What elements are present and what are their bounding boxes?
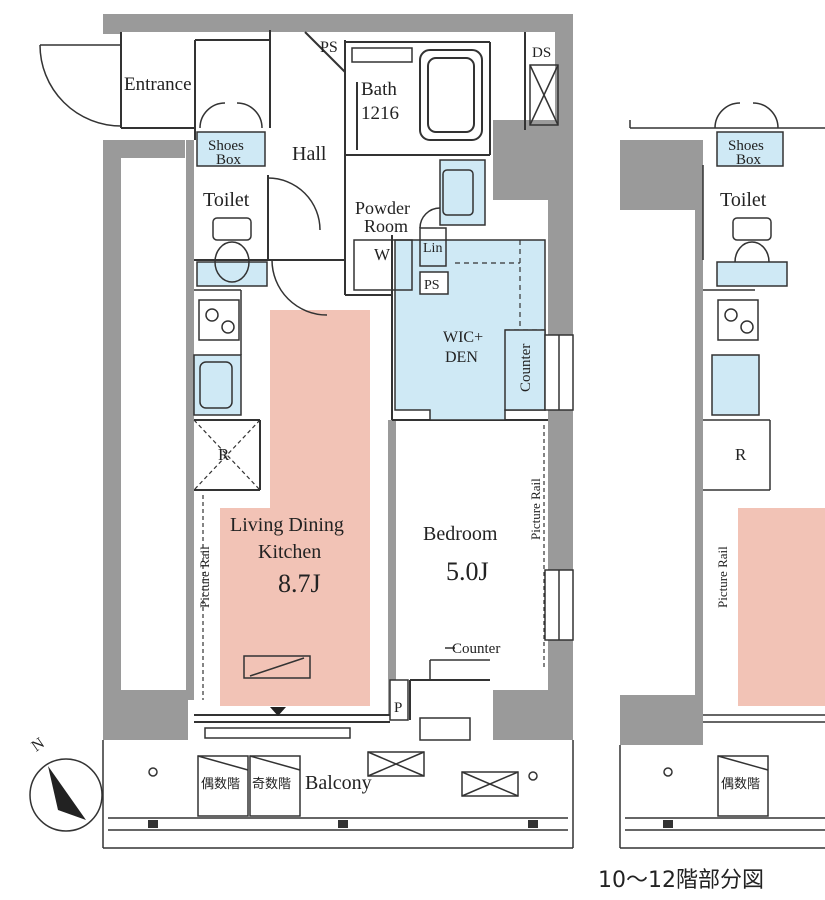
label-entrance: Entrance [124, 74, 192, 95]
label-ldk-2: Kitchen [258, 541, 321, 563]
label-box: Box [216, 152, 242, 168]
toilet-fixture [212, 217, 252, 283]
partial-label-toilet: Toilet [720, 189, 767, 211]
bedroom-windows [544, 334, 574, 641]
partial-label-refrigerator: R [735, 445, 747, 464]
balcony-drains [148, 820, 538, 828]
partial-label-picture-rail: Picture Rail [715, 546, 730, 608]
label-refrigerator: R [218, 445, 230, 464]
bedroom-rail [202, 425, 545, 700]
label-bath-size: 1216 [361, 103, 399, 124]
ps-mid-box [419, 271, 449, 295]
partial-label-shoes: Shoes [728, 138, 764, 154]
ds-shaft [529, 64, 559, 126]
label-ds: DS [532, 45, 551, 61]
balcony [102, 740, 574, 849]
label-toilet: Toilet [203, 189, 250, 211]
label-even-floor: 偶数階 [201, 777, 240, 792]
label-counter-side: Counter [518, 344, 534, 392]
label-picture-rail-left: Picture Rail [197, 546, 212, 608]
bedroom-counter [429, 647, 490, 680]
partial-plan-walls [620, 140, 703, 745]
label-wic: WIC+ [443, 329, 483, 346]
label-ldk-size: 8.7J [278, 569, 321, 598]
ldk-door [271, 259, 328, 316]
partial-label-box: Box [736, 152, 762, 168]
p-box [389, 679, 409, 721]
label-powder: Powder [355, 198, 410, 218]
entrance-door [39, 44, 122, 127]
stove [194, 289, 242, 355]
refrigerator-space [193, 419, 261, 491]
structural-walls [103, 14, 573, 740]
label-odd-floor: 奇数階 [252, 776, 291, 792]
ldk-floor-area [220, 310, 370, 706]
label-p: P [394, 700, 402, 716]
partial-label-even-floor: 偶数階 [721, 777, 760, 792]
label-ldk-1: Living Dining [230, 514, 344, 536]
label-balcony: Balcony [305, 772, 372, 794]
label-ps-top: PS [320, 39, 338, 56]
label-room: Room [364, 216, 408, 236]
compass [29, 758, 103, 832]
toilet-door [267, 177, 321, 231]
label-bedroom-size: 5.0J [446, 557, 489, 586]
label-lin: Lin [423, 241, 442, 256]
label-bedroom: Bedroom [423, 523, 498, 545]
balcony-windows [204, 717, 471, 741]
label-hall: Hall [292, 143, 327, 165]
label-den: DEN [445, 349, 478, 366]
compass-north-label: N [29, 734, 49, 755]
bathtub [419, 49, 483, 141]
kitchen-sink [199, 361, 233, 409]
ldk-arrow [270, 707, 286, 716]
label-ps-mid: PS [424, 278, 440, 293]
powder-room-fixtures [353, 169, 474, 291]
side-counter [504, 329, 546, 411]
partial-plan-wet [711, 131, 788, 416]
bath-shelf [351, 47, 413, 63]
label-picture-rail-right: Picture Rail [528, 478, 543, 540]
shoes-box-doors [199, 102, 263, 129]
label-w: W [374, 245, 391, 264]
floor-heater [243, 655, 311, 679]
label-bath: Bath [361, 79, 397, 100]
ps-shaft-top [304, 31, 346, 73]
floor-range-caption: 10～12階部分図 [598, 868, 764, 893]
partial-plan-drains [663, 820, 673, 828]
partial-plan-ldk [738, 508, 825, 706]
label-shoes: Shoes [208, 138, 244, 154]
label-counter-bed: Counter [452, 641, 500, 657]
